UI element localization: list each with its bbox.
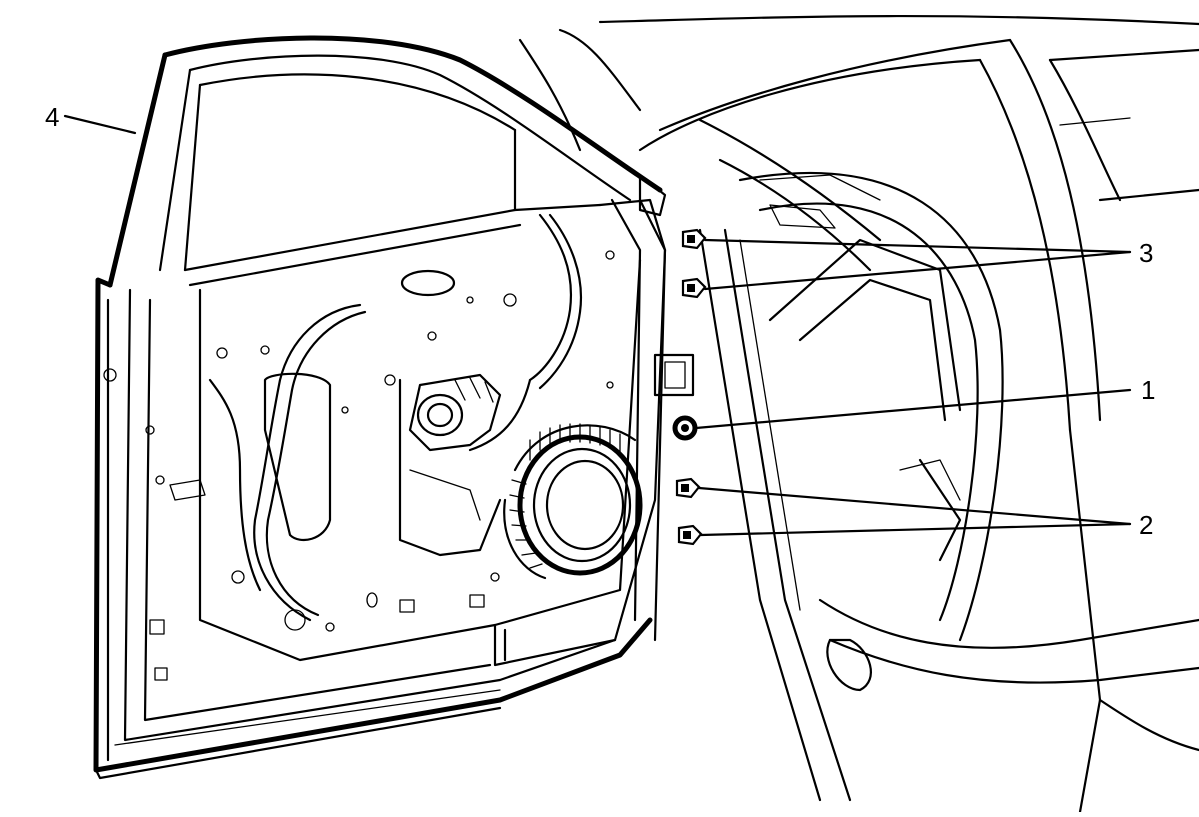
callout-1: 1 — [1141, 375, 1156, 405]
fastener-2a — [675, 477, 701, 499]
leader-line-2b — [699, 522, 1132, 537]
wire-harness — [208, 213, 582, 622]
leader-line-3a — [703, 238, 1132, 254]
fastener-1 — [672, 415, 698, 441]
window-regulator-motor — [398, 373, 502, 557]
leader-line-2a — [697, 486, 1132, 526]
fastener-3a — [681, 228, 707, 250]
leader-line-3b — [703, 250, 1132, 291]
leader-lines — [63, 114, 1132, 537]
leader-line-4 — [63, 114, 137, 135]
speaker — [503, 423, 643, 580]
leader-line-1 — [694, 388, 1132, 430]
callout-4: 4 — [45, 102, 60, 132]
fastener-3b — [681, 277, 707, 299]
callout-2: 2 — [1139, 510, 1154, 540]
vehicle-body — [518, 14, 1199, 814]
door-assembly — [93, 35, 667, 780]
panel-openings — [103, 173, 695, 681]
fasteners — [672, 228, 707, 546]
callout-3: 3 — [1139, 238, 1154, 268]
fastener-2b — [677, 524, 703, 546]
